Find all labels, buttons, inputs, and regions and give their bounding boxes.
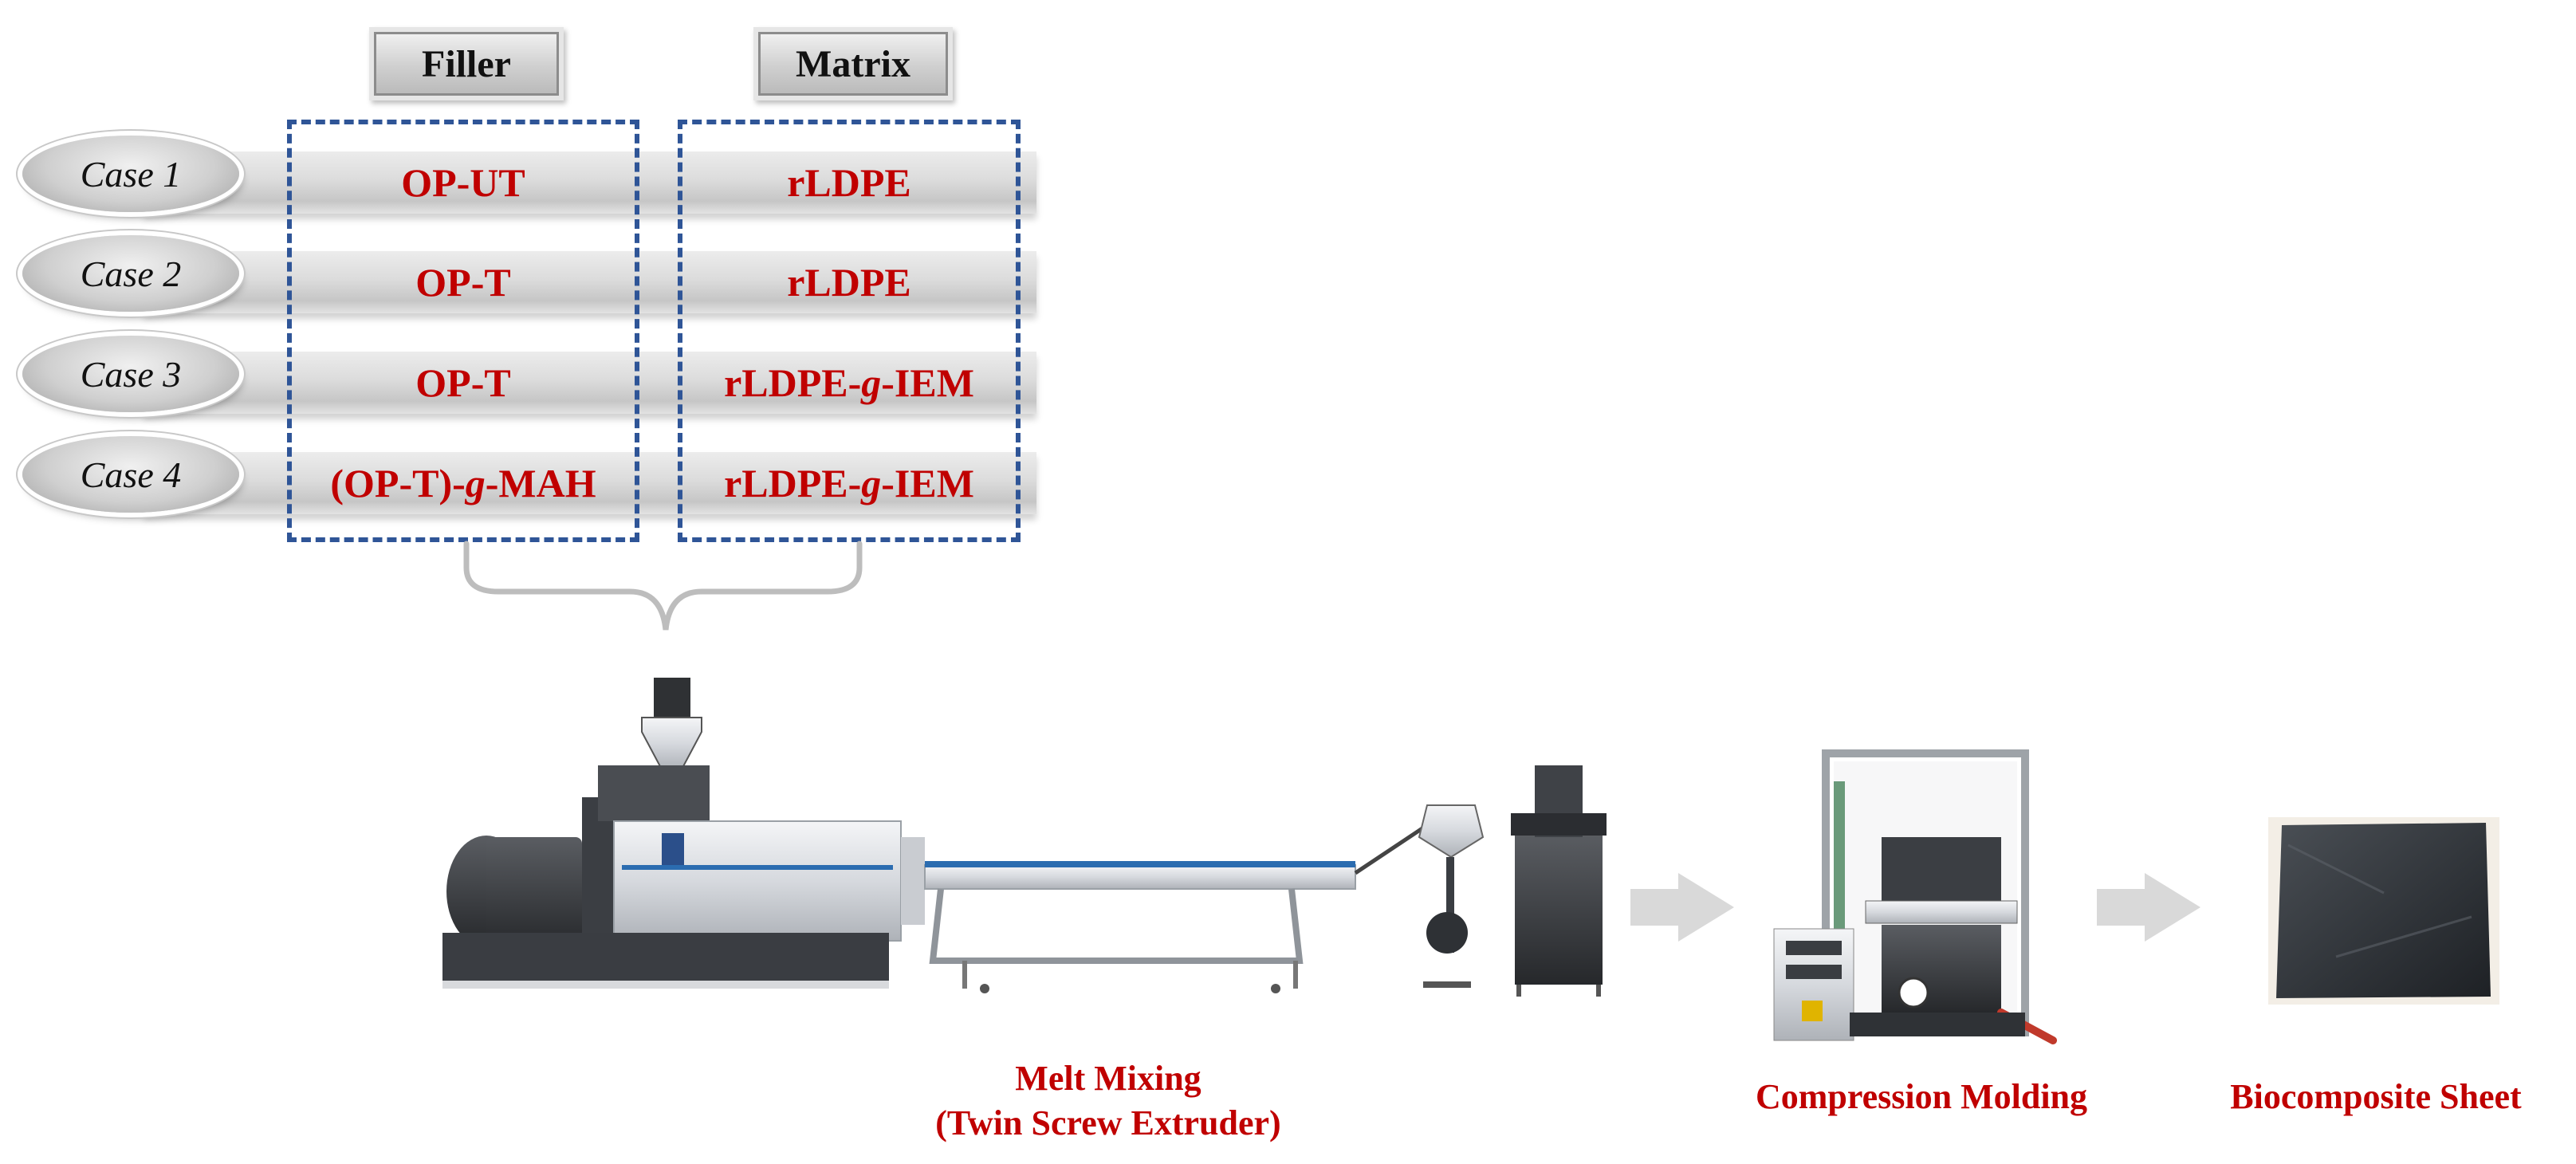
case-label: Case 4 (22, 436, 239, 513)
biocomposite-sheet-caption: Biocomposite Sheet (2230, 1077, 2522, 1116)
case-label: Case 3 (22, 336, 239, 412)
filler-cell: (OP-T)-g-MAH (330, 461, 596, 505)
biocomposite-sheet-icon (2268, 817, 2499, 1005)
row-bar (144, 452, 1036, 514)
case-row: Case 1 OP-UT rLDPE (0, 136, 1052, 215)
compression-molding-caption: Compression Molding (1755, 1077, 2088, 1116)
row-bar (144, 151, 1036, 214)
matrix-cell: rLDPE-g-IEM (724, 360, 974, 405)
hot-press-icon (1773, 749, 2057, 1044)
twin-screw-extruder-icon (442, 765, 1356, 993)
case-row: Case 3 OP-T rLDPE-g-IEM (0, 336, 1052, 415)
filler-cell: OP-T (415, 360, 511, 405)
filler-dashed-box (287, 120, 639, 542)
melt-mixing-title: Melt Mixing (1015, 1059, 1201, 1098)
melt-mixing-subtitle: (Twin Screw Extruder) (935, 1103, 1281, 1142)
matrix-cell: rLDPE (787, 260, 911, 305)
merge-brace (463, 541, 863, 631)
row-bar (144, 251, 1036, 313)
process-arrow-icon (2097, 873, 2200, 942)
filler-cell: OP-T (415, 260, 511, 305)
pelletizer-icon (1354, 765, 1607, 997)
matrix-header: Matrix (753, 27, 953, 100)
filler-cell: OP-UT (401, 160, 525, 205)
melt-mixing-caption: Melt Mixing (Twin Screw Extruder) (901, 1056, 1316, 1146)
matrix-cell: rLDPE-g-IEM (724, 461, 974, 505)
case-row: Case 4 (OP-T)-g-MAH rLDPE-g-IEM (0, 436, 1052, 516)
case-label: Case 1 (22, 136, 239, 212)
process-arrow-icon (1630, 873, 1734, 942)
case-row: Case 2 OP-T rLDPE (0, 235, 1052, 315)
row-bar (144, 352, 1036, 414)
matrix-cell: rLDPE (787, 160, 911, 205)
filler-header: Filler (369, 27, 564, 100)
case-label: Case 2 (22, 235, 239, 312)
matrix-dashed-box (678, 120, 1021, 542)
